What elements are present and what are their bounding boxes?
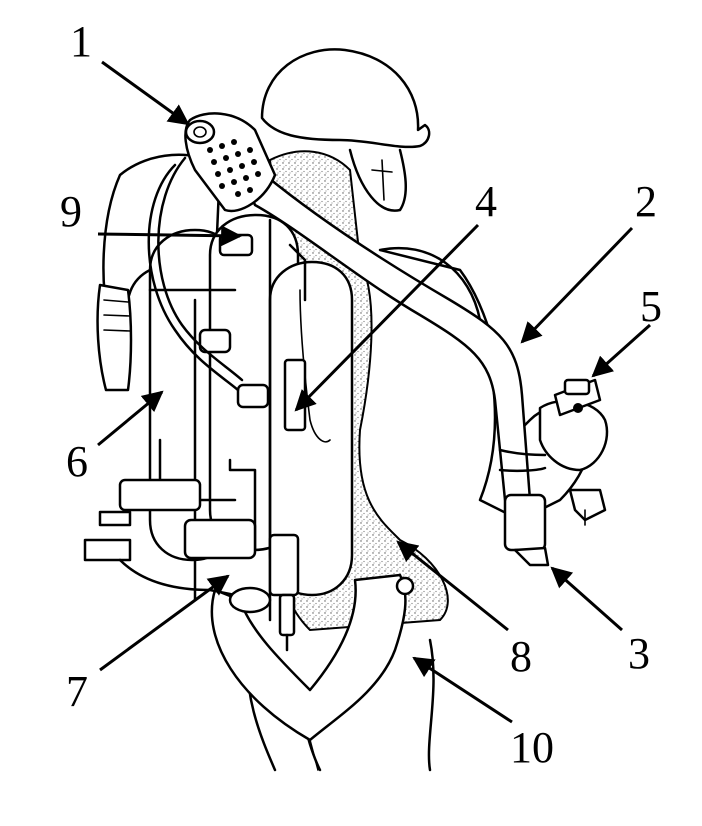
gun-grip — [503, 488, 607, 567]
callout-label-7: 7 — [66, 667, 88, 716]
callout-label-1: 1 — [70, 17, 92, 66]
callout-label-5: 5 — [640, 282, 662, 331]
callout-arrows — [97, 60, 652, 724]
valve-assembly — [83, 478, 300, 652]
callout-label-10: 10 — [510, 723, 554, 772]
callout-label-2: 2 — [635, 177, 657, 226]
muzzle-perforations — [207, 139, 261, 197]
fuel-tanks — [148, 213, 354, 597]
callout-label-3: 3 — [628, 629, 650, 678]
callout-label-6: 6 — [66, 437, 88, 486]
callout-label-4: 4 — [475, 177, 497, 226]
callout-label-8: 8 — [510, 632, 532, 681]
callout-label-9: 9 — [60, 187, 82, 236]
harness-plate — [210, 573, 415, 771]
fuel-hose — [147, 156, 244, 392]
igniter-cartridge — [553, 378, 602, 417]
helmet — [260, 48, 431, 212]
muzzle-head — [184, 112, 277, 213]
